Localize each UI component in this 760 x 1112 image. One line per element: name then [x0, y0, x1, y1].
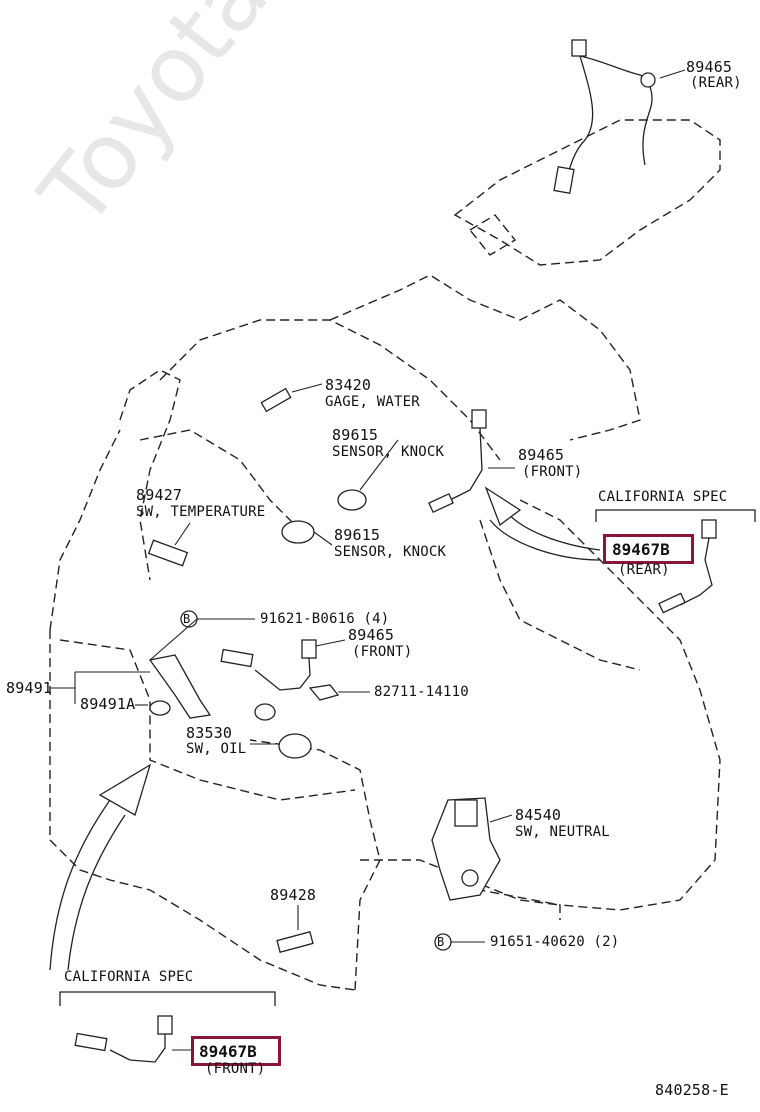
water-gage-part: [260, 383, 323, 413]
wiring-harness-part: [50, 654, 276, 721]
drawing-code: 840258-E: [655, 1081, 729, 1099]
bolt-b-91651-letter: B: [437, 935, 445, 949]
label-89465-rear-number: 89465: [686, 58, 733, 76]
label-89465-front-desc: (FRONT): [522, 464, 583, 480]
label-89615-lower-desc: SENSOR, KNOCK: [334, 544, 447, 560]
label-89467b-rear-number: 89467B: [612, 540, 670, 559]
label-83420-number: 83420: [325, 376, 372, 394]
label-91651: 91651-40620 (2): [490, 934, 620, 950]
highlight-89467b-front: [191, 1036, 281, 1066]
label-89465-front2-desc: (FRONT): [352, 644, 413, 660]
label-83420-desc: GAGE, WATER: [325, 394, 420, 410]
neutral-switch-part: [431, 797, 513, 901]
bolt-b-91621-marker: [149, 610, 255, 661]
label-83530-number: 83530: [186, 724, 233, 742]
bolt-b-91621-letter: B: [183, 612, 191, 626]
pointer-arrow-left: [49, 763, 152, 971]
exhaust-rear-outline: [453, 119, 721, 266]
label-83530-desc: SW, OIL: [186, 741, 247, 757]
label-89491: 89491: [6, 679, 53, 697]
label-89615-upper-desc: SENSOR, KNOCK: [332, 444, 445, 460]
label-82711: 82711-14110: [374, 684, 469, 700]
label-89465-front-number: 89465: [518, 446, 565, 464]
label-91621: 91621-B0616 (4): [260, 611, 390, 627]
label-89465-front2-number: 89465: [348, 626, 395, 644]
oil-switch-part: [250, 733, 312, 759]
label-california-spec-left: CALIFORNIA SPEC: [64, 969, 194, 985]
label-california-spec-right: CALIFORNIA SPEC: [598, 489, 728, 505]
bolt-b-91651-marker: [434, 933, 485, 951]
o2-sensor-front-upper-part: [428, 409, 515, 514]
label-84540-desc: SW, NEUTRAL: [515, 824, 610, 840]
label-89491a: 89491A: [80, 695, 136, 713]
label-89465-rear-desc: (REAR): [690, 75, 742, 91]
o2-sensor-front-california-part: [59, 991, 276, 1063]
label-89427-desc: SW, TEMPERATURE: [136, 504, 266, 520]
label-89615-lower-number: 89615: [334, 526, 381, 544]
label-84540-number: 84540: [515, 806, 562, 824]
label-89467b-front-desc: (FRONT): [205, 1061, 266, 1077]
label-89467b-rear-desc: (REAR): [618, 562, 670, 578]
highlight-89467b-rear: [603, 534, 694, 564]
o2-sensor-front-lower-part: [220, 639, 346, 691]
label-89467b-front-number: 89467B: [199, 1042, 257, 1061]
o2-sensor-rear-california-part: [595, 509, 756, 614]
label-89428-number: 89428: [270, 886, 317, 904]
label-89615-upper-number: 89615: [332, 426, 379, 444]
sensor-89428-part: [276, 905, 314, 953]
pointer-arrow-right: [484, 486, 601, 561]
clip-82711-part: [308, 684, 370, 701]
knock-sensor-parts: [281, 439, 399, 546]
o2-sensor-rear-part: [553, 39, 686, 194]
label-89427-number: 89427: [136, 486, 183, 504]
temperature-switch-part: [147, 522, 191, 567]
